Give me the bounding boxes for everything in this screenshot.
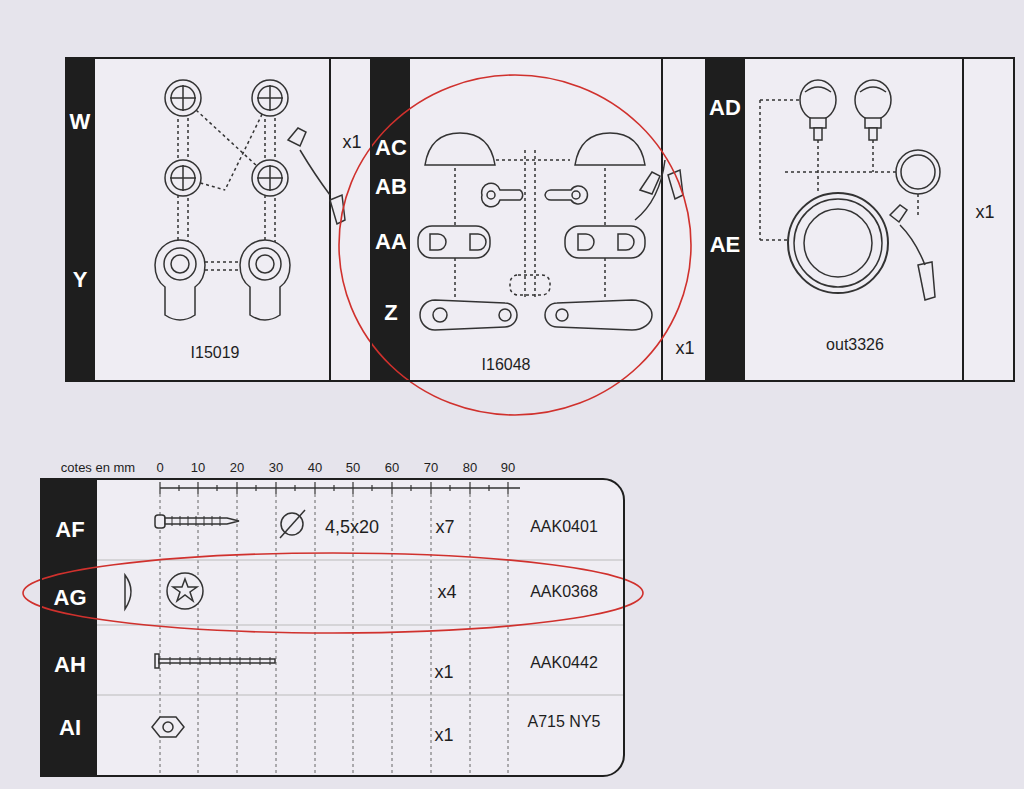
- scale-number: 50: [346, 461, 360, 474]
- part-panel: W Y I15019 x1: [65, 57, 372, 382]
- bar-letter: W: [70, 111, 91, 133]
- bar-letter: AD: [709, 97, 741, 119]
- part-code: I15019: [191, 345, 240, 361]
- row-letter: AH: [54, 654, 86, 676]
- bar-letter: AA: [375, 231, 407, 253]
- quantity: x1: [434, 726, 453, 744]
- row-letter: AG: [54, 587, 87, 609]
- bar-letter: AB: [375, 176, 407, 198]
- scale-number: 40: [308, 461, 322, 474]
- bar-letter: Y: [73, 269, 88, 291]
- scale-number: 10: [191, 461, 205, 474]
- quantity: x1: [342, 133, 361, 151]
- scale-number: 80: [463, 461, 477, 474]
- bar-letter: AE: [710, 234, 741, 256]
- scale-number: 0: [156, 461, 163, 474]
- part-code: AAK0368: [530, 584, 598, 600]
- scale-number: 20: [230, 461, 244, 474]
- scale-number: 30: [269, 461, 283, 474]
- unit-note: cotes en mm: [61, 461, 135, 474]
- scale-number: 90: [501, 461, 515, 474]
- scale-number: 70: [424, 461, 438, 474]
- bar-letter: AC: [375, 137, 407, 159]
- dimension: 4,5x20: [325, 518, 379, 536]
- part-code: AAK0401: [530, 519, 598, 535]
- part-code: AAK0442: [530, 655, 598, 671]
- quantity: x1: [675, 339, 694, 357]
- quantity: x7: [435, 518, 454, 536]
- part-panel: AD AE out3326 x1: [705, 57, 1015, 382]
- row-letter: AI: [59, 717, 81, 739]
- part-panel: AC AB AA Z I16048 x1: [370, 57, 707, 382]
- part-code: out3326: [826, 337, 884, 353]
- bar-letter: Z: [384, 302, 397, 324]
- quantity: x4: [437, 583, 456, 601]
- part-code: A715 NY5: [528, 714, 601, 730]
- scale-number: 60: [385, 461, 399, 474]
- quantity: x1: [434, 663, 453, 681]
- part-code: I16048: [482, 357, 531, 373]
- quantity: x1: [975, 203, 994, 221]
- row-letter: AF: [55, 519, 84, 541]
